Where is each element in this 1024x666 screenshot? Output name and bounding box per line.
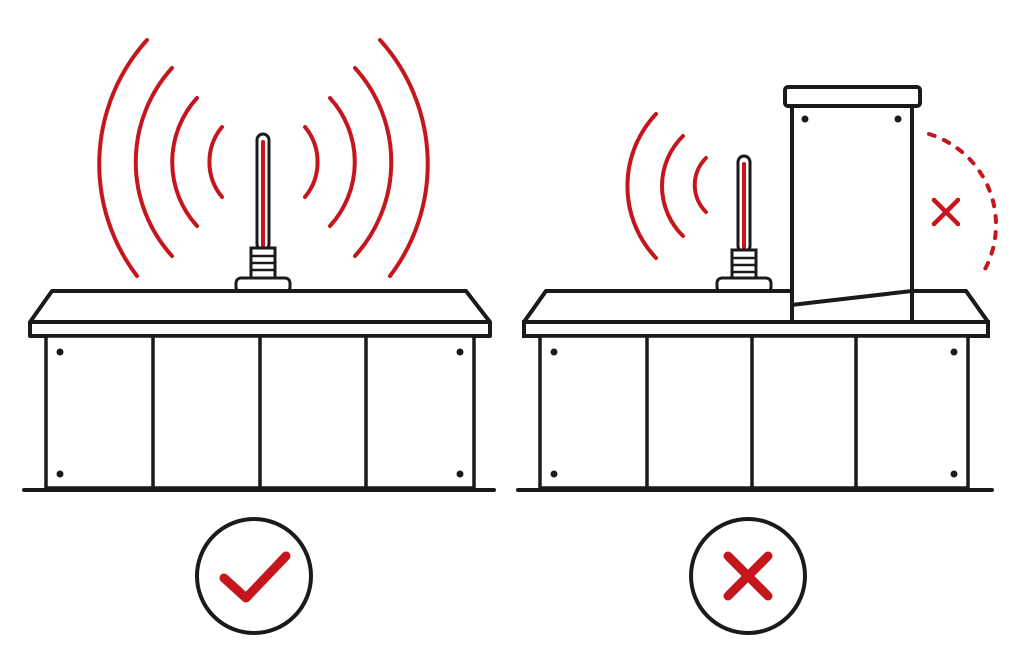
antenna <box>234 132 292 301</box>
signal-waves-left <box>97 38 224 278</box>
signal-arc <box>692 156 708 214</box>
signal-waves-left <box>625 112 708 260</box>
blocked-signal-arc <box>927 132 998 278</box>
antenna <box>715 154 773 301</box>
housing-body <box>790 102 914 324</box>
blocked-x-icon <box>931 197 961 227</box>
signal-waves-right <box>303 38 430 278</box>
panel-incorrect <box>516 85 998 635</box>
cross-icon <box>723 551 773 601</box>
signal-arc <box>328 96 357 228</box>
panel-correct <box>22 38 496 635</box>
obstructing-housing <box>783 85 922 324</box>
cabinet-screws <box>56 348 464 478</box>
housing-cap <box>783 85 922 108</box>
cabinet-screws <box>550 348 958 478</box>
cabinet-lid <box>28 289 492 338</box>
signal-arc <box>353 66 394 258</box>
checkmark-icon <box>219 551 291 603</box>
signal-arc <box>625 112 658 260</box>
signal-arc <box>378 38 430 278</box>
blocked-signal-indicator <box>927 132 998 278</box>
signal-arc <box>303 125 320 199</box>
cabinet-body <box>44 334 476 490</box>
signal-arc <box>97 38 149 278</box>
signal-arc <box>170 96 199 228</box>
status-badge-incorrect <box>689 517 807 635</box>
signal-arc <box>133 66 174 258</box>
signal-arc <box>207 125 224 199</box>
signal-arc <box>659 134 685 238</box>
status-badge-correct <box>195 517 313 635</box>
cabinet-body <box>538 334 970 490</box>
